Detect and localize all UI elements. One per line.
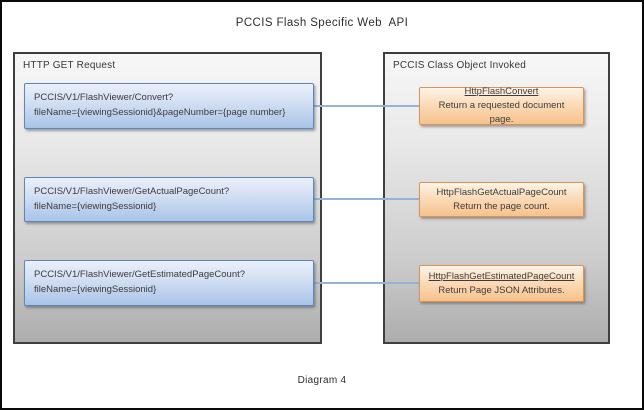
request-node-get-actual-page-count: PCCIS/V1/FlashViewer/GetActualPageCount?…	[24, 177, 314, 222]
request-node-url-line: PCCIS/V1/FlashViewer/Convert?	[34, 92, 174, 104]
class-node-http-flash-get-estimated-page-count: HttpFlashGetEstimatedPageCount Return Pa…	[419, 265, 584, 302]
class-node-description: Return Page JSON Attributes.	[438, 284, 565, 296]
class-node-http-flash-get-actual-page-count: HttpFlashGetActualPageCount Return the p…	[419, 182, 584, 217]
request-node-query-line: fileName={viewingSessionid}	[34, 284, 157, 295]
request-node-url-line: PCCIS/V1/FlashViewer/GetEstimatedPageCou…	[34, 269, 246, 281]
connector-line-estimated-page-count	[314, 282, 419, 284]
request-node-convert: PCCIS/V1/FlashViewer/Convert? fileName={…	[24, 83, 314, 129]
class-node-http-flash-convert: HttpFlashConvert Return a requested docu…	[419, 86, 584, 125]
diagram-caption: Diagram 4	[297, 375, 347, 386]
request-node-get-estimated-page-count: PCCIS/V1/FlashViewer/GetEstimatedPageCou…	[24, 260, 314, 306]
connector-line-actual-page-count	[314, 198, 419, 200]
request-node-url-line: PCCIS/V1/FlashViewer/GetActualPageCount?	[34, 185, 230, 197]
request-node-query-line: fileName={viewingSessionid}	[34, 200, 157, 212]
diagram-title: PCCIS Flash Specific Web API	[235, 17, 409, 29]
class-node-title: HttpFlashGetEstimatedPageCount	[428, 270, 575, 282]
connector-line-convert	[314, 105, 419, 107]
class-node-title: HttpFlashConvert	[464, 86, 539, 98]
class-node-title: HttpFlashGetActualPageCount	[436, 186, 567, 198]
class-node-description: Return the page count.	[453, 200, 550, 212]
pccis-class-object-panel-header: PCCIS Class Object Invoked	[393, 60, 527, 71]
class-node-description: Return a requested document page.	[438, 100, 565, 125]
http-get-request-panel-header: HTTP GET Request	[23, 60, 116, 71]
request-node-query-line: fileName={viewingSessionid}&pageNumber={…	[34, 107, 286, 118]
